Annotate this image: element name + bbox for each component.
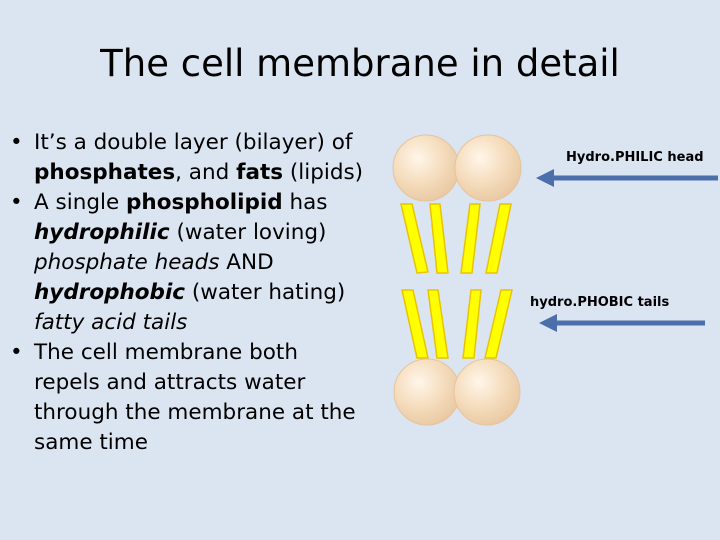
- bullet-text-run: , and: [175, 160, 237, 185]
- tail: [400, 203, 429, 274]
- bullet-text-run: (water hating): [185, 280, 346, 305]
- bullet-text-run: phosphates: [34, 160, 176, 185]
- phosphate-head: [393, 358, 461, 426]
- bullet-text-run: The cell membrane both repels and attrac…: [34, 340, 356, 455]
- tail: [462, 289, 482, 359]
- bullet-list: It’s a double layer (bilayer) of phospha…: [10, 128, 365, 458]
- bullet-item: The cell membrane both repels and attrac…: [10, 338, 365, 458]
- tail: [460, 203, 481, 274]
- tail: [484, 289, 513, 359]
- bullet-text-run: fatty acid tails: [34, 310, 188, 335]
- bullet-text-run: (water loving): [169, 220, 327, 245]
- tail: [429, 203, 449, 274]
- bullet-text-run: It’s a double layer (bilayer) of: [34, 130, 353, 155]
- tail: [485, 203, 512, 274]
- bullet-item: It’s a double layer (bilayer) of phospha…: [10, 128, 365, 188]
- bullet-item: A single phospholipid has hydrophilic (w…: [10, 188, 365, 338]
- slide-title: The cell membrane in detail: [100, 42, 620, 85]
- hydrophobic-tails-label: hydro.PHOBIC tails: [530, 295, 670, 310]
- phosphate-head: [392, 134, 460, 202]
- bullet-text-run: AND: [219, 250, 274, 275]
- hydrophilic-head-label: Hydro.PHILIC head: [566, 150, 704, 165]
- bullet-text-run: hydrophobic: [34, 280, 186, 305]
- bullet-text-run: hydrophilic: [34, 220, 170, 245]
- upper-tails: [400, 203, 512, 274]
- tail: [401, 289, 429, 359]
- lower-heads: [393, 358, 521, 426]
- lower-tails: [401, 289, 513, 359]
- bullet-text-run: has: [282, 190, 328, 215]
- upper-heads: [392, 134, 522, 202]
- tail-arrow: [539, 314, 705, 332]
- tail: [427, 289, 449, 359]
- head-arrow: [536, 169, 718, 187]
- phosphate-head: [453, 358, 521, 426]
- bullet-text-run: A single: [34, 190, 127, 215]
- bullet-text-run: phospholipid: [126, 190, 283, 215]
- bullet-text-run: phosphate heads: [34, 250, 220, 275]
- bullet-text-run: fats: [236, 160, 284, 185]
- bullet-text-run: (lipids): [283, 160, 364, 185]
- phosphate-head: [454, 134, 522, 202]
